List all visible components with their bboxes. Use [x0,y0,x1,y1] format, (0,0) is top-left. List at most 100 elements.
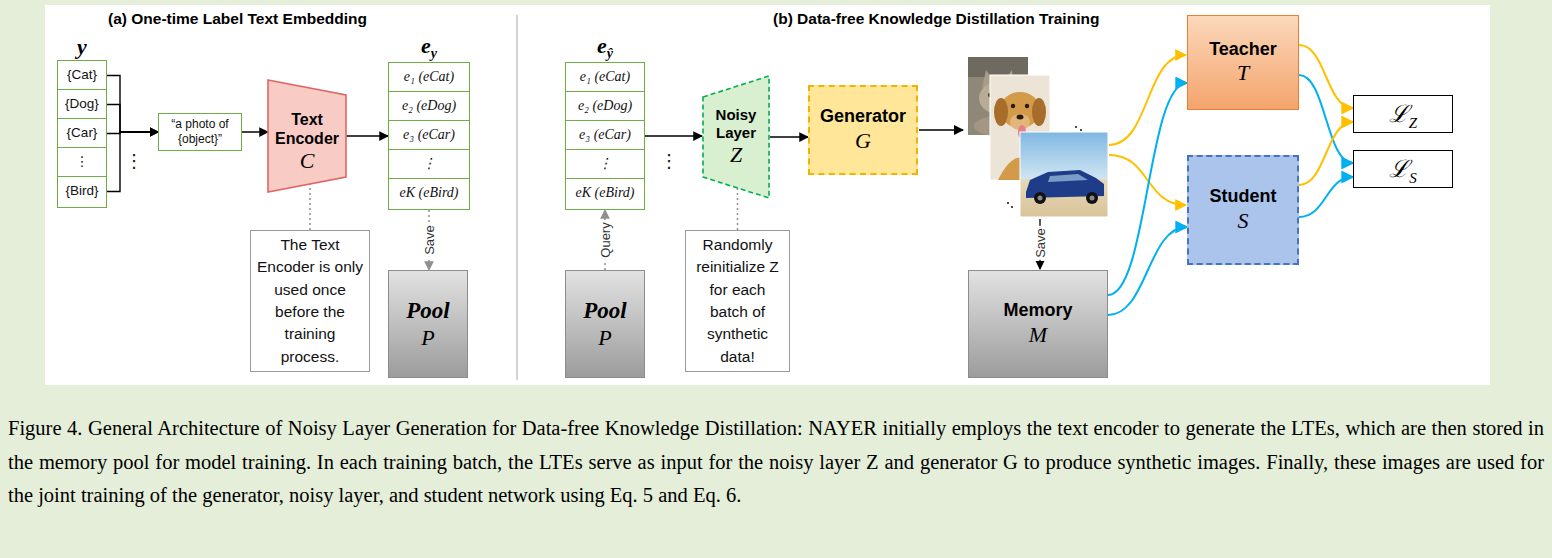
node-text: Text Encoder [272,110,342,148]
connector [1299,75,1353,163]
node-text: Noisy Layer [705,106,767,142]
table-cell: {Cat} [58,61,106,90]
node-text: {Bird} [65,183,98,199]
connector [1108,227,1187,315]
table-cell: e₃ (eCar) [566,121,644,150]
text-holder: {Car} [58,119,106,147]
node-text: ⋮ [598,156,612,173]
connector [346,135,388,137]
node-text: e₁ (eCat) [404,69,454,86]
annotation: (b) Data-free Knowledge Distillation Tra… [773,10,1099,28]
text-holder: TeacherT [1188,16,1298,109]
table-cell: ⋮ [566,150,644,179]
node-text: e₃ (eCar) [403,127,455,144]
connector [242,131,268,133]
node-text: P [421,325,434,351]
memory-box: MemoryM [968,270,1108,378]
shape-fill [703,76,769,198]
node-text: e₁ (eCat) [580,69,630,86]
node-text: e₃ (eCar) [579,127,631,144]
data-flow [1109,155,1186,205]
note-box: The Text Encoder is only used once befor… [250,230,370,372]
text-holder: GeneratorG [810,87,916,173]
text-line: ℒZ [1389,96,1417,132]
text-holder: Randomly reinitialize Z for each batch o… [686,231,789,371]
node-text: Pool [406,297,449,325]
loss-box: ℒS [1353,150,1453,188]
text-holder: e₂ (eDog) [566,92,644,120]
label-column: y{Cat}{Dog}{Car}⋮{Bird} [57,60,107,208]
annotation: Save [1033,226,1048,260]
flow-arrow [919,129,963,131]
encoder-block: Text EncoderC [268,80,346,192]
table-cell: e₂ (eDog) [566,92,644,121]
text-holder: ⋮ [566,150,644,178]
edge-label: Save [422,223,437,257]
text-holder: e₃ (eCar) [389,121,469,149]
text-holder: {Bird} [58,177,106,206]
connector [106,105,158,133]
connector [1108,83,1187,295]
node-text: ⋮ [422,156,436,173]
text-holder: StudentS [1189,157,1297,263]
stack-dots [1007,126,1082,208]
text-holder: e₁ (eCat) [566,63,644,91]
text-holder: ⋮ [58,148,106,176]
connector [737,187,739,230]
panel [45,5,1490,385]
text-holder: e₁ (eCat) [389,63,469,91]
table-cell: eK (eBird) [566,179,644,208]
node-text: Pool [583,297,626,325]
node-text: Z [1409,115,1417,131]
figure-caption: Figure 4. General Architecture of Noisy … [8,412,1544,513]
table-cell: e₁ (eCat) [389,63,469,92]
connector [645,135,702,137]
node-text: M [1029,322,1047,348]
text-holder: MemoryM [969,271,1107,377]
data-flow [1109,55,1186,145]
node-text: Memory [1003,300,1072,322]
text-holder: e₃ (eCar) [566,121,644,149]
node-text: Generator [820,106,906,128]
node-text: Z [730,142,742,168]
generator-box: GeneratorG [808,85,918,175]
annotation: (a) One-time Label Text Embedding [108,10,367,28]
table-cell: e₂ (eDog) [389,92,469,121]
connector [1299,45,1353,108]
text-holder: PoolP [566,271,644,377]
connector [106,76,158,133]
table-cell: {Car} [58,119,106,148]
embedding-column: eye₁ (eCat)e₂ (eDog)e₃ (eCar)⋮eK (eBird) [388,62,470,210]
node-text: ŷ [607,46,613,61]
node-text: e₂ (eDog) [402,98,456,115]
node-text: ℒ [1389,156,1409,182]
text-line: ℒS [1389,151,1417,187]
car-image [1020,132,1108,217]
node-text: Teacher [1209,39,1277,61]
annotation: ⋮ [660,150,678,172]
text-holder: e₂ (eDog) [389,92,469,120]
node-text: ⋮ [75,154,89,170]
column-heading: eŷ [566,33,644,63]
text-holder: ℒZ [1354,96,1452,132]
node-text: {Cat} [67,67,97,83]
text-holder: “a photo of {object}” [159,114,241,150]
column-heading: ey [389,33,469,63]
pool-box: PoolP [388,270,468,378]
node-text: eK (eBird) [400,185,459,202]
connector [1299,122,1353,185]
embedding-column: eŷe₁ (eCat)e₂ (eDog)e₃ (eCar)⋮eK (eBird) [565,62,645,210]
note-box: Randomly reinitialize Z for each batch o… [685,230,790,372]
node-text: Student [1210,186,1277,208]
node-text: e [421,33,431,58]
node-text: The Text Encoder is only used once befor… [257,234,363,369]
annotation: ⋮ [125,150,143,172]
table-cell: e₃ (eCar) [389,121,469,150]
node-text: e₂ (eDog) [578,98,632,115]
node-text: y [77,34,87,59]
connector [106,132,158,192]
node-text: Randomly reinitialize Z for each batch o… [691,234,784,369]
table-cell: ⋮ [389,150,469,179]
node-text: ℒ [1389,101,1409,127]
